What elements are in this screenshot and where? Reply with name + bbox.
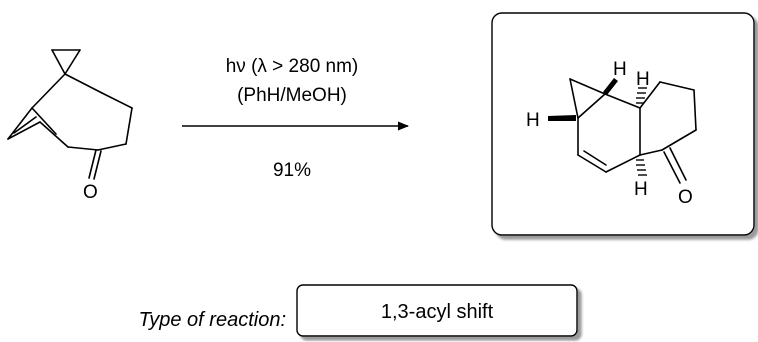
reaction-type-box	[296, 284, 578, 337]
product-structure: H H H H O	[526, 59, 697, 208]
reaction-yield: 91%	[273, 160, 311, 181]
reactant-structure: O	[7, 49, 133, 203]
condition-solvent: (PhH/MeOH)	[237, 85, 347, 106]
reaction-type-label: Type of reaction:	[139, 309, 286, 331]
reaction-type-value: 1,3-acyl shift	[381, 301, 494, 323]
product-h-bottom: H	[634, 179, 648, 200]
hashed-bond-top	[636, 87, 647, 104]
product-h-top-2: H	[636, 69, 650, 90]
wedge-bond-top	[603, 78, 618, 95]
wedge-bond-left	[548, 115, 576, 121]
product-h-top-1: H	[613, 59, 627, 80]
reactant-oxygen-label: O	[83, 182, 98, 203]
condition-light-source: hν (λ > 280 nm)	[226, 56, 359, 77]
reaction-type-row: Type of reaction: 1,3-acyl shift	[139, 284, 578, 337]
product-oxygen-label: O	[678, 187, 693, 208]
hashed-bond-bottom	[636, 159, 647, 176]
reaction-conditions: hν (λ > 280 nm) (PhH/MeOH) 91%	[182, 56, 410, 181]
product-box	[491, 12, 755, 236]
product-h-left: H	[526, 110, 540, 131]
